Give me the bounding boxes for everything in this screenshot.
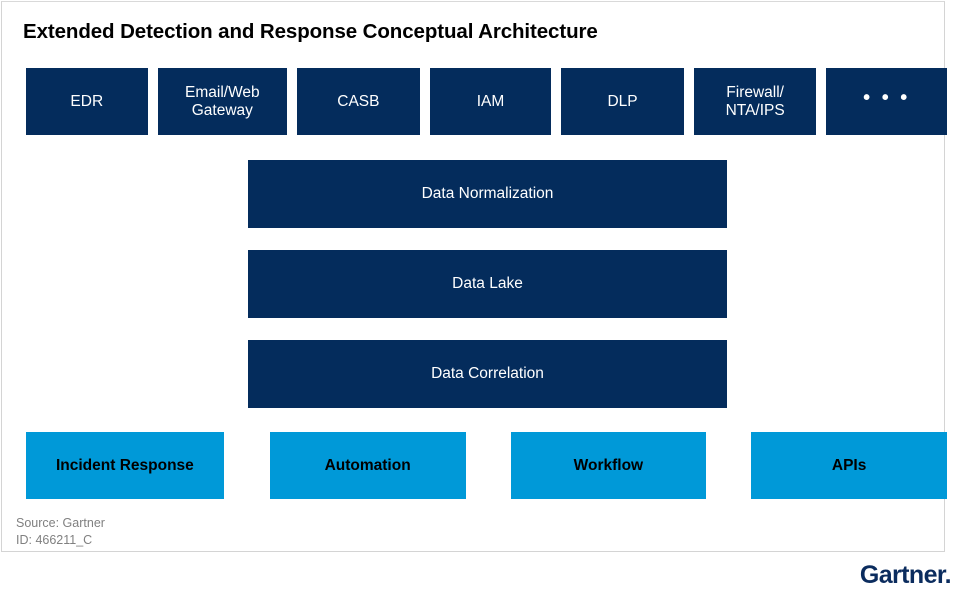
action-box-workflow-label: Workflow	[573, 456, 644, 474]
action-box-automation-label: Automation	[324, 456, 411, 474]
source-label: Source: Gartner	[16, 516, 105, 530]
source-box-edr-label: EDR	[70, 92, 104, 110]
action-box-apis-label: APIs	[831, 456, 867, 474]
pipeline-box-data-correlation-label: Data Correlation	[431, 365, 544, 382]
response-actions-row: Incident Response Automation Workflow AP…	[26, 432, 947, 499]
pipeline-box-data-lake-label: Data Lake	[452, 275, 523, 292]
source-box-dlp[interactable]: DLP	[561, 68, 684, 135]
action-box-workflow[interactable]: Workflow	[510, 432, 707, 499]
ellipsis-icon: • • •	[863, 86, 911, 109]
pipeline-box-data-lake[interactable]: Data Lake	[248, 250, 727, 318]
action-box-apis[interactable]: APIs	[751, 432, 947, 499]
source-box-iam[interactable]: IAM	[429, 68, 552, 135]
action-box-automation[interactable]: Automation	[269, 432, 466, 499]
source-box-ellipsis[interactable]: • • •	[826, 68, 948, 135]
source-box-dlp-label: DLP	[607, 92, 638, 110]
gartner-logo: Gartner.	[859, 561, 952, 590]
pipeline-box-data-normalization-label: Data Normalization	[421, 185, 554, 202]
source-box-edr[interactable]: EDR	[26, 68, 148, 135]
source-id: ID: 466211_C	[16, 532, 93, 547]
source-box-casb[interactable]: CASB	[297, 68, 420, 135]
source-box-casb-label: CASB	[337, 92, 380, 110]
source-box-iam-label: IAM	[476, 92, 505, 110]
source-attribution: Source: Gartner ID: 466211_C	[16, 515, 105, 548]
action-box-incident-response-label: Incident Response	[55, 456, 194, 474]
content-frame: Extended Detection and Response Conceptu…	[1, 1, 948, 552]
pipeline-box-data-correlation[interactable]: Data Correlation	[248, 340, 727, 408]
gartner-logo-dot: .	[944, 561, 952, 589]
pipeline-box-data-normalization[interactable]: Data Normalization	[248, 160, 727, 228]
gartner-logo-text: Gartner	[859, 561, 945, 589]
page-title: Extended Detection and Response Conceptu…	[23, 20, 598, 43]
action-box-incident-response[interactable]: Incident Response	[26, 432, 224, 499]
footer-bar: Gartner.	[0, 553, 969, 594]
source-box-firewall-nta-ips-label: Firewall/NTA/IPS	[725, 83, 785, 119]
source-box-firewall-nta-ips[interactable]: Firewall/NTA/IPS	[693, 68, 817, 135]
